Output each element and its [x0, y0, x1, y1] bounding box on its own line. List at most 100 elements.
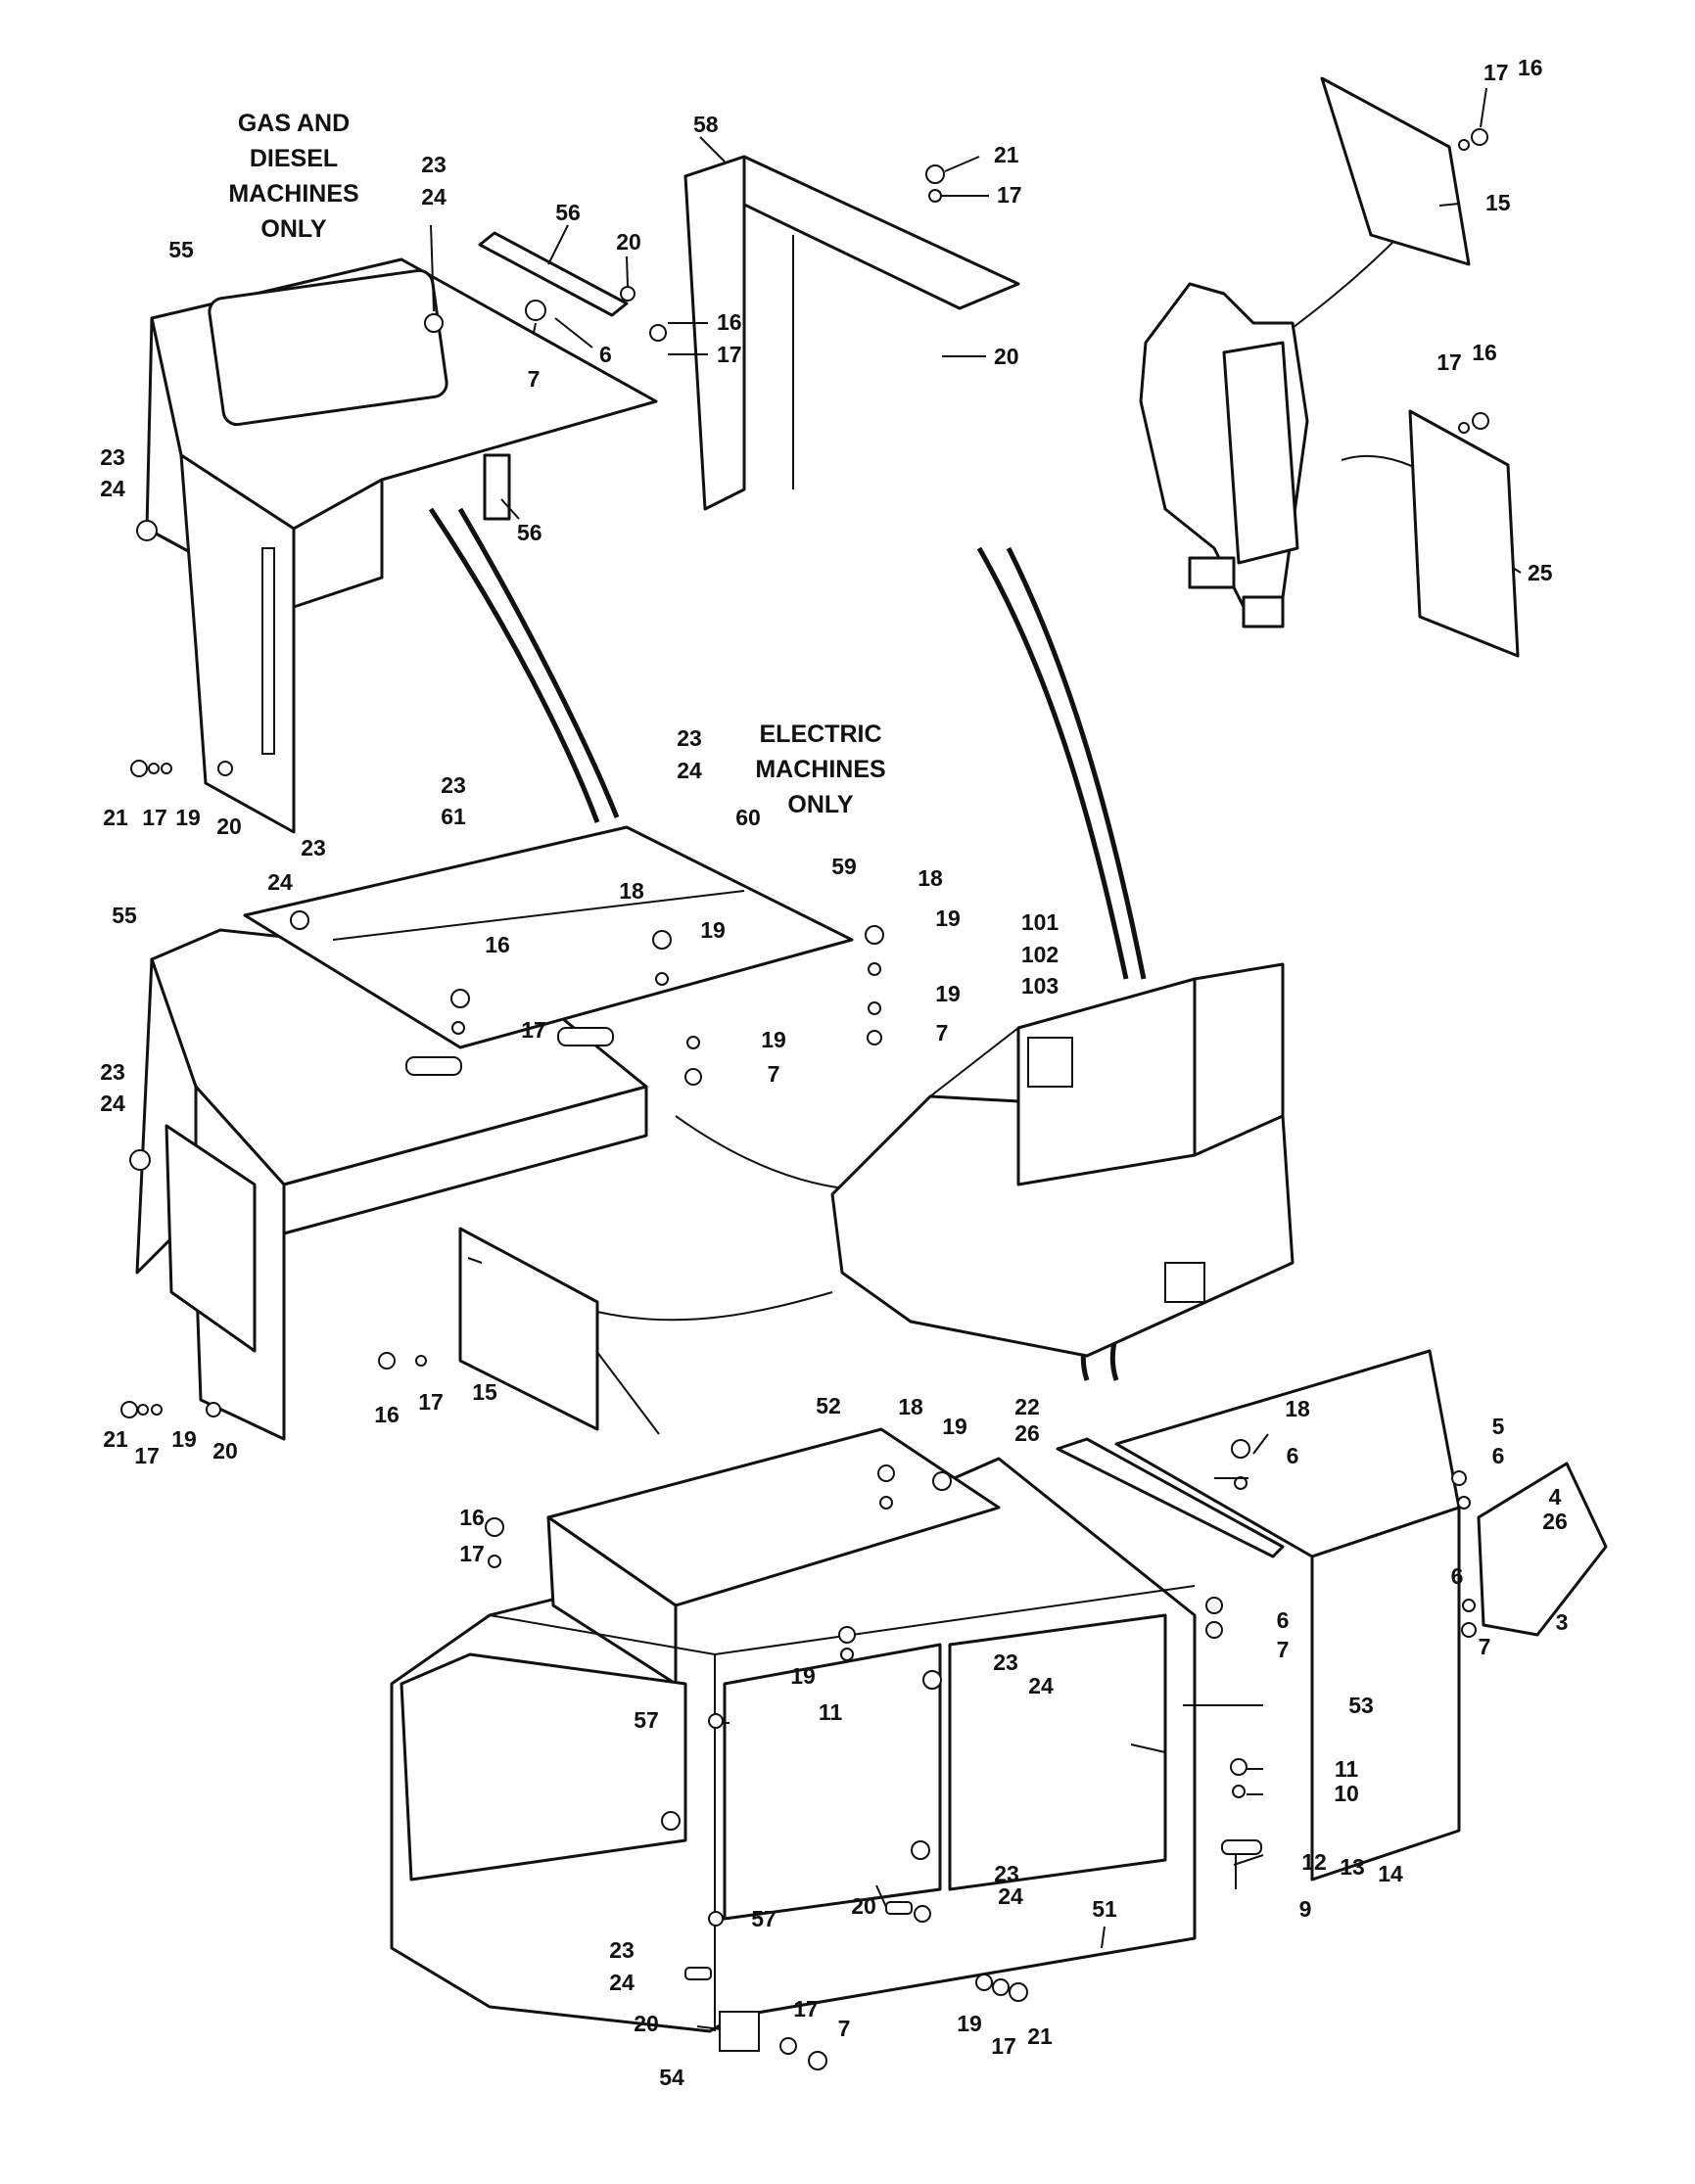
callout-label: 7 — [838, 2016, 851, 2041]
side-panel-53 — [1056, 1349, 1461, 1882]
callout-label: 19 — [957, 2011, 982, 2036]
callout-label: 59 — [831, 854, 857, 879]
callout-label: 52 — [816, 1393, 841, 1418]
callout-label: 60 — [735, 805, 761, 830]
callout-label: 25 — [1528, 560, 1553, 585]
callout-label: 16 — [459, 1505, 485, 1530]
callout-label: 103 — [1021, 973, 1059, 999]
callout-label: 19 — [935, 906, 961, 931]
callout-label: 56 — [555, 200, 581, 225]
callout-label: 24 — [998, 1883, 1023, 1909]
callout-label: 23 — [677, 725, 702, 751]
callout-label: 53 — [1348, 1693, 1374, 1718]
callout-label: 11 — [819, 1699, 843, 1725]
callout-label: 54 — [659, 2065, 684, 2090]
lower-housing-51 — [390, 1427, 1197, 2033]
callout-label: 24 — [267, 869, 293, 895]
bent-plate-58 — [683, 155, 1020, 511]
callout-label: 19 — [175, 805, 201, 830]
callout-label: 56 — [517, 520, 542, 545]
callout-label: 16 — [717, 309, 742, 335]
note-gas-diesel-line-2: DIESEL — [250, 145, 338, 172]
callout-label: 23 — [100, 444, 125, 470]
callout-label: 17 — [1436, 349, 1462, 375]
callout-label: 24 — [1028, 1673, 1054, 1698]
callout-label: 19 — [942, 1414, 967, 1439]
callout-label: 23 — [301, 835, 326, 860]
callout-label: 55 — [112, 903, 137, 928]
callout-label: 24 — [100, 1091, 125, 1116]
callout-labels: 17 16 15 58 21 17 20 23 24 56 20 55 16 1… — [100, 55, 1568, 2090]
callout-label: 102 — [1021, 942, 1059, 967]
note-gas-diesel-line-1: GAS AND — [238, 110, 350, 137]
callout-label: 7 — [1277, 1637, 1290, 1662]
callout-label: 6 — [1451, 1563, 1464, 1589]
callout-label: 24 — [609, 1970, 635, 1995]
bracket-56 — [478, 231, 629, 521]
callout-label: 13 — [1340, 1854, 1365, 1880]
callout-label: 21 — [1027, 2023, 1053, 2049]
callout-label: 5 — [1492, 1414, 1505, 1439]
callout-label: 19 — [935, 981, 961, 1006]
callout-label: 12 — [1301, 1849, 1327, 1875]
callout-label: 7 — [1479, 1634, 1491, 1659]
cover-plate-15-upper — [1320, 76, 1471, 266]
callout-label: 23 — [993, 1650, 1018, 1675]
cover-plate-15-middle — [458, 1227, 599, 1431]
callout-label: 7 — [768, 1061, 780, 1087]
callout-label: 19 — [171, 1426, 197, 1452]
callout-label: 61 — [441, 804, 466, 829]
fasteners — [120, 128, 1489, 2070]
callout-label: 23 — [421, 152, 447, 177]
callout-label: 18 — [619, 878, 644, 904]
callout-label: 9 — [1299, 1896, 1312, 1922]
callout-label: 21 — [103, 1426, 128, 1452]
note-electric: ELECTRIC MACHINES ONLY — [755, 720, 885, 818]
callout-label: 22 — [1014, 1394, 1040, 1419]
callout-label: 51 — [1092, 1896, 1117, 1922]
callout-label: 20 — [212, 1438, 238, 1464]
callout-label: 7 — [936, 1020, 949, 1046]
callout-label: 10 — [1334, 1781, 1359, 1806]
callout-label: 15 — [1485, 190, 1511, 215]
callout-label: 6 — [1492, 1443, 1505, 1468]
callout-label: 18 — [898, 1394, 923, 1419]
callout-label: 26 — [1014, 1420, 1040, 1446]
callout-label: 21 — [103, 805, 128, 830]
callout-label: 19 — [761, 1027, 786, 1052]
callout-label: 17 — [521, 1017, 546, 1043]
callout-label: 23 — [100, 1059, 125, 1085]
callout-label: 17 — [418, 1389, 444, 1415]
note-gas-diesel: GAS AND DIESEL MACHINES ONLY — [228, 110, 358, 243]
callout-label: 6 — [1287, 1443, 1299, 1468]
callout-label: 19 — [700, 917, 726, 943]
callout-label: 17 — [717, 342, 742, 367]
callout-label: 17 — [459, 1541, 485, 1566]
callout-label: 17 — [134, 1443, 160, 1468]
note-gas-diesel-line-3: MACHINES — [228, 180, 358, 208]
callout-label: 6 — [599, 342, 612, 367]
note-gas-diesel-line-4: ONLY — [260, 215, 326, 243]
callout-label: 6 — [1277, 1607, 1290, 1633]
callout-label: 58 — [693, 112, 719, 137]
callout-label: 57 — [634, 1707, 659, 1733]
callout-label: 20 — [994, 344, 1019, 369]
cover-plate-25 — [1408, 409, 1520, 658]
callout-label: 24 — [100, 476, 125, 501]
callout-label: 20 — [216, 813, 242, 839]
callout-label: 20 — [616, 229, 641, 255]
note-electric-line-2: MACHINES — [755, 756, 885, 783]
hose-lines — [428, 234, 1421, 1381]
frame-channel-101 — [830, 962, 1295, 1358]
callout-label: 24 — [677, 758, 702, 783]
callout-label: 3 — [1556, 1609, 1569, 1635]
callout-label: 16 — [485, 932, 510, 957]
callout-label: 7 — [528, 366, 541, 392]
callout-label: 23 — [609, 1937, 635, 1963]
callout-label: 15 — [472, 1379, 497, 1405]
note-electric-line-1: ELECTRIC — [760, 720, 882, 748]
callout-label: 101 — [1021, 909, 1059, 935]
callout-label: 16 — [374, 1402, 400, 1427]
callout-label: 16 — [1518, 55, 1543, 80]
